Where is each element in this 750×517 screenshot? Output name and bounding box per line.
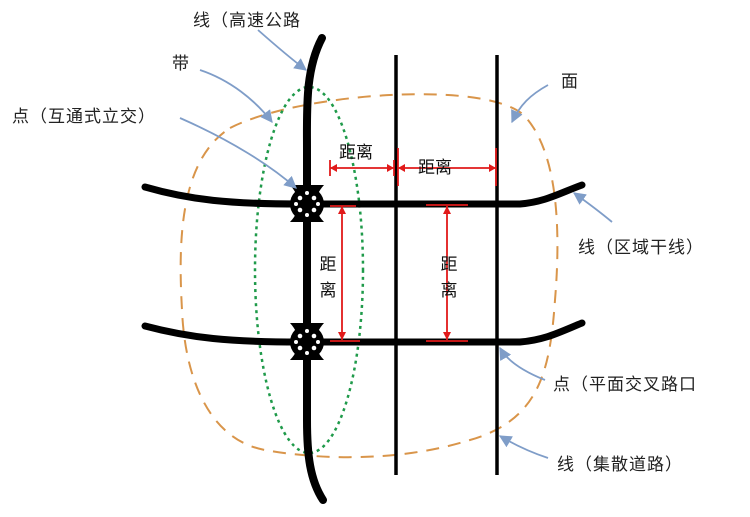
arrow-belt	[199, 69, 273, 123]
area-region-outline	[179, 93, 559, 459]
label-expressway: 线（高速公路	[193, 11, 301, 31]
pointer-arrows	[179, 29, 613, 459]
label-regional-trunk: 线（区域干线）	[578, 238, 704, 258]
arrow-interchange	[179, 117, 297, 189]
dimension-vertical-2	[426, 204, 468, 342]
arrow-expressway	[257, 29, 308, 71]
expressway-road	[302, 34, 327, 504]
dimension-horizontal-2	[397, 148, 497, 186]
dimension-horizontal-1	[329, 160, 395, 176]
label-interchange-point: 点（互通式立交）	[12, 107, 156, 127]
dimension-vertical-1	[330, 205, 360, 342]
distance-label-h2: 距离	[418, 158, 452, 178]
regional-trunk-road-lower	[141, 319, 586, 346]
distance-label-v2-bottom: 离	[441, 281, 458, 301]
distance-label-v2-top: 距	[441, 255, 458, 275]
interchange-lower	[290, 323, 324, 360]
distance-label-v1-top: 距	[320, 255, 337, 275]
label-belt: 带	[172, 54, 190, 74]
regional-trunk-road-upper	[141, 181, 586, 208]
arrow-at-grade	[499, 346, 546, 381]
distance-label-h1: 距离	[339, 143, 373, 163]
distance-label-v1-bottom: 离	[320, 281, 337, 301]
arrow-collector	[498, 435, 549, 459]
arrow-regional-trunk	[572, 192, 613, 223]
arrow-area	[511, 84, 549, 124]
label-area: 面	[561, 72, 579, 92]
label-at-grade-point: 点（平面交叉路口	[553, 375, 697, 395]
label-collector-road: 线（集散道路）	[557, 455, 683, 475]
belt-corridor-outline	[253, 85, 365, 455]
interchange-upper	[290, 185, 324, 222]
